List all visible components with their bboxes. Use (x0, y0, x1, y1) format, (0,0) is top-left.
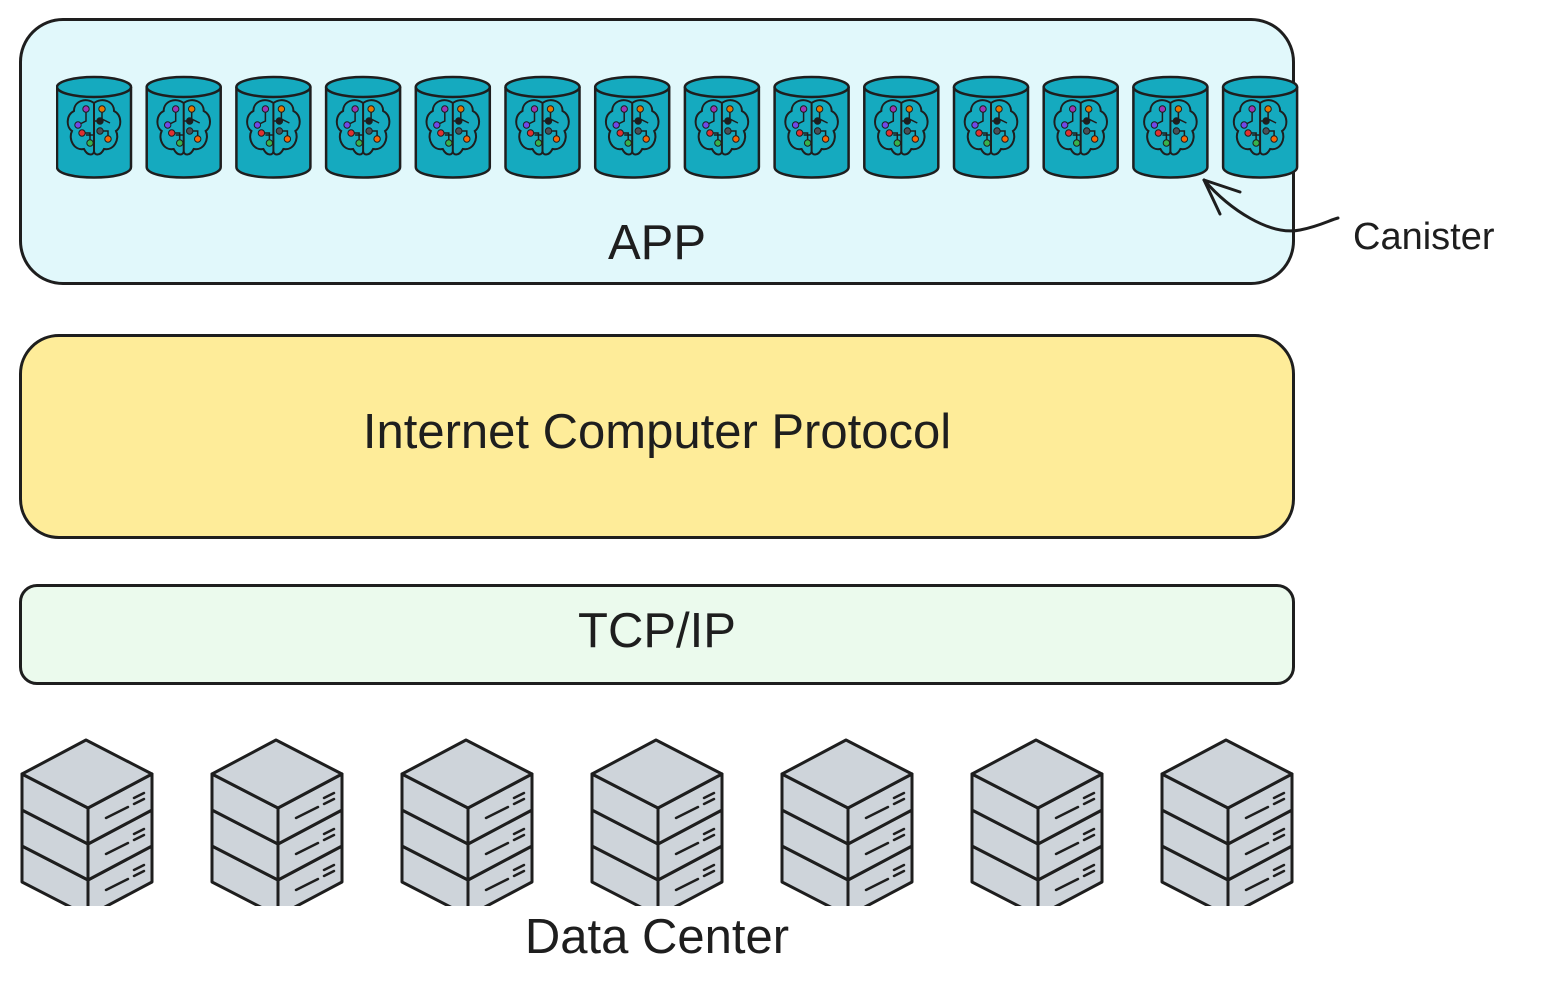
app-layer: APP (19, 18, 1299, 285)
canister-icon (324, 75, 402, 179)
server-stack-icon (1160, 738, 1294, 906)
canister-icon (1042, 75, 1119, 179)
canister-row (56, 75, 1299, 179)
server-row (20, 738, 1294, 906)
canister-icon (683, 75, 761, 179)
canister-icon (1132, 75, 1209, 179)
server-stack-icon (20, 738, 154, 906)
app-layer-label: APP (607, 216, 707, 270)
data-center-label: Data Center (524, 910, 790, 964)
canister-icon (773, 75, 850, 179)
canister-icon (593, 75, 671, 179)
canister-icon (504, 75, 581, 179)
canister-icon (863, 75, 940, 179)
canister-icon (235, 75, 312, 179)
tcp-ip-layer-label: TCP/IP (578, 604, 736, 658)
server-stack-icon (970, 738, 1104, 906)
tcp-ip-layer: TCP/IP (19, 584, 1295, 685)
canister-icon (1221, 75, 1299, 179)
icp-layer-label: Internet Computer Protocol (362, 405, 952, 459)
server-stack-icon (780, 738, 914, 906)
canister-icon (952, 75, 1030, 179)
canister-icon (414, 75, 492, 179)
icp-layer: Internet Computer Protocol (19, 334, 1295, 539)
server-stack-icon (590, 738, 724, 906)
server-stack-icon (210, 738, 344, 906)
canister-icon (56, 75, 133, 179)
canister-icon (145, 75, 222, 179)
server-stack-icon (400, 738, 534, 906)
canister-annotation-label: Canister (1353, 216, 1495, 258)
canister-arrow-icon (1202, 178, 1340, 233)
